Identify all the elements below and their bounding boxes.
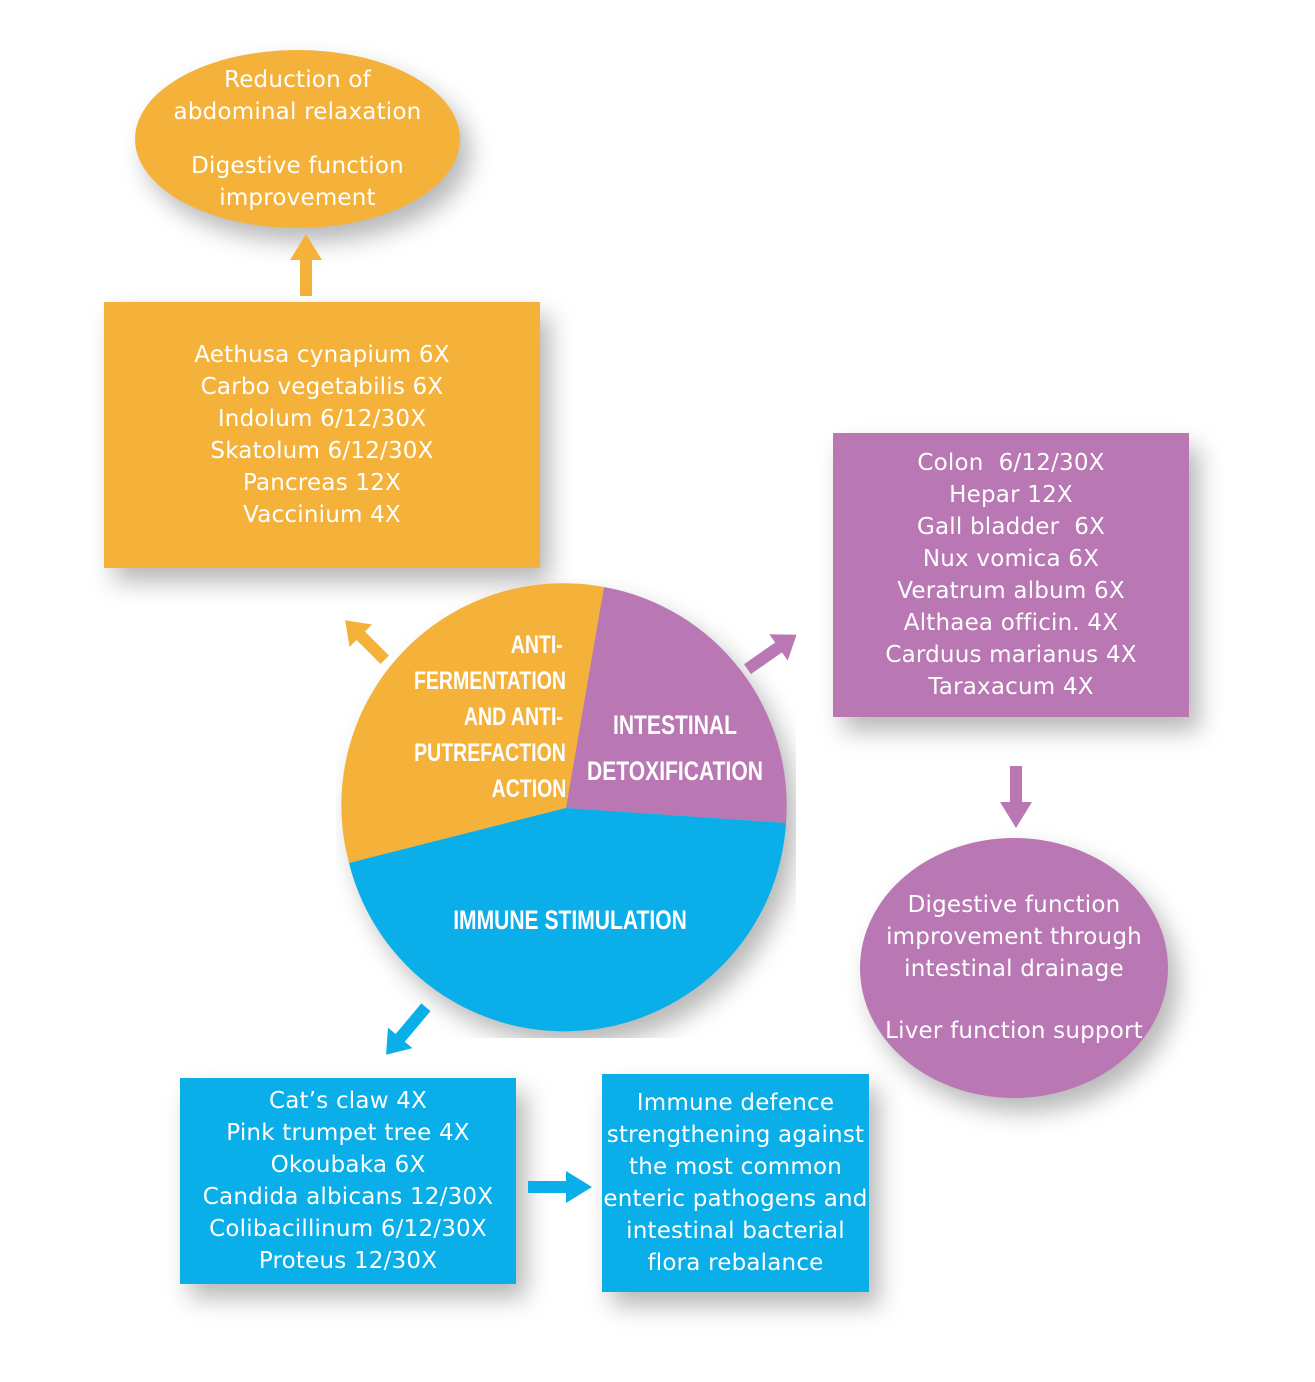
pie-label-line: IMMUNE STIMULATION: [453, 905, 687, 935]
blue-item: Cat’s claw 4X: [268, 1088, 428, 1114]
pie-label-line: FERMENTATION: [413, 667, 567, 695]
arrow-down-left-icon: [386, 1003, 431, 1055]
top-outcome-line-2: abdominal relaxation: [173, 99, 422, 125]
purple-item: Althaea officin. 4X: [903, 610, 1119, 636]
blue-outcome-box: Immune defence strengthening against the…: [602, 1074, 869, 1292]
blue-item: Colibacillinum 6/12/30X: [209, 1216, 487, 1242]
blue-item: Candida albicans 12/30X: [202, 1184, 494, 1210]
arrow-up-icon: [290, 234, 322, 296]
blue-outcome-line: strengthening against: [606, 1122, 865, 1148]
top-outcome-line-3: Digestive function: [191, 153, 404, 179]
blue-outcome-line: enteric pathogens and: [603, 1186, 868, 1212]
blue-outcome-line: Immune defence: [636, 1090, 835, 1116]
purple-item: Taraxacum 4X: [928, 674, 1094, 700]
purple-item: Veratrum album 6X: [897, 578, 1125, 604]
pie-segment-orange: [341, 583, 604, 863]
pie-segment-blue: [349, 808, 786, 1032]
orange-item: Aethusa cynapium 6X: [194, 342, 450, 368]
orange-item: Pancreas 12X: [242, 470, 402, 496]
purple-item: Hepar 12X: [949, 482, 1073, 508]
top-outcome-ellipse: Reduction of abdominal relaxation Digest…: [135, 50, 460, 228]
blue-outcome-line: intestinal bacterial: [626, 1218, 845, 1244]
blue-remedy-box: Cat’s claw 4X Pink trumpet tree 4X Okoub…: [180, 1078, 516, 1284]
orange-item: Indolum 6/12/30X: [217, 406, 427, 432]
pie-chart: [341, 583, 787, 1032]
arrow-right-icon: [528, 1171, 592, 1203]
purple-outcome-line-1: Digestive function: [907, 892, 1121, 918]
pie-label-line: INTESTINAL: [612, 710, 738, 740]
purple-outcome-line-2: improvement through: [886, 924, 1142, 950]
purple-outcome-line-4: Liver function support: [885, 1018, 1143, 1044]
pie-label-line: AND ANTI-: [463, 703, 563, 731]
purple-outcome-ellipse: Digestive function improvement through i…: [860, 838, 1168, 1098]
orange-remedy-box: Aethusa cynapium 6X Carbo vegetabilis 6X…: [104, 302, 540, 568]
arrow-down-icon: [1000, 766, 1032, 828]
pie-label-immune-stimulation: IMMUNE STIMULATION: [437, 902, 702, 938]
blue-outcome-line: the most common: [628, 1154, 843, 1180]
top-outcome-line-1: Reduction of: [224, 67, 371, 93]
blue-outcome-line: flora rebalance: [647, 1250, 824, 1276]
pie-label-line: PUTREFACTION: [414, 739, 566, 767]
purple-item: Nux vomica 6X: [922, 546, 1100, 572]
pie-segment-purple: [566, 587, 787, 823]
orange-item: Carbo vegetabilis 6X: [200, 374, 444, 400]
blue-item: Proteus 12/30X: [258, 1248, 438, 1274]
orange-item: Vaccinium 4X: [243, 502, 401, 528]
blue-item: Okoubaka 6X: [270, 1152, 426, 1178]
purple-outcome-line-3: intestinal drainage: [904, 956, 1124, 982]
purple-item: Carduus marianus 4X: [885, 642, 1137, 668]
orange-item: Skatolum 6/12/30X: [210, 438, 434, 464]
arrow-up-left-icon: [345, 620, 390, 665]
pie-label-line: DETOXIFICATION: [587, 756, 763, 786]
purple-item: Gall bladder 6X: [916, 514, 1106, 540]
purple-remedy-box: Colon 6/12/30X Hepar 12X Gall bladder 6X…: [833, 433, 1189, 717]
arrow-up-right-icon: [743, 634, 797, 675]
pie-label-anti-fermentation: ANTI- FERMENTATION AND ANTI- PUTREFACTIO…: [396, 627, 583, 807]
purple-item: Colon 6/12/30X: [917, 450, 1105, 476]
pie-label-line: ANTI-: [510, 631, 563, 659]
top-outcome-line-4: improvement: [219, 185, 376, 211]
blue-item: Pink trumpet tree 4X: [226, 1120, 470, 1146]
pie-label-intestinal-detoxification: INTESTINAL DETOXIFICATION: [585, 702, 764, 794]
pie-label-line: ACTION: [491, 775, 567, 803]
